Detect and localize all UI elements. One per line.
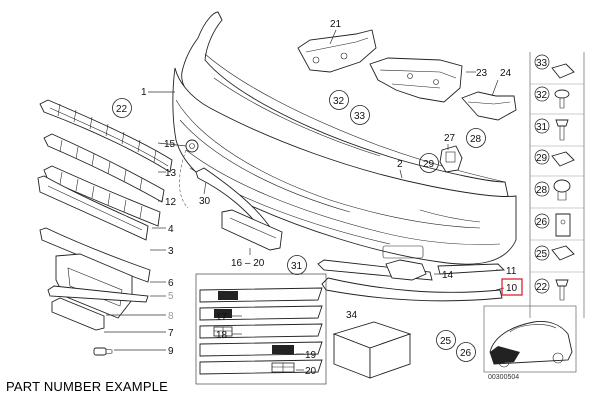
side-label-32[interactable]: 32 <box>536 90 548 101</box>
label-16-20[interactable]: 16 – 20 <box>231 258 265 269</box>
plate-3[interactable] <box>39 227 151 283</box>
label-30[interactable]: 30 <box>199 196 211 207</box>
label-1[interactable]: 1 <box>141 87 147 98</box>
licence-plate-holder[interactable] <box>55 253 133 319</box>
label-25[interactable]: 25 <box>440 336 452 347</box>
label-7[interactable]: 7 <box>168 328 174 339</box>
parts-box-34[interactable] <box>332 321 412 379</box>
label-23[interactable]: 23 <box>476 68 488 79</box>
bracket-24[interactable] <box>461 91 517 121</box>
label-17[interactable]: 17 <box>216 312 228 323</box>
label-18[interactable]: 18 <box>216 330 228 341</box>
label-32[interactable]: 32 <box>333 96 345 107</box>
label-8[interactable]: 8 <box>168 311 174 322</box>
label-6[interactable]: 6 <box>168 278 174 289</box>
label-9[interactable]: 9 <box>168 346 174 357</box>
grille-middle[interactable] <box>43 133 165 203</box>
label-13[interactable]: 13 <box>165 168 177 179</box>
strip-5[interactable] <box>47 285 149 303</box>
grille-lower[interactable] <box>43 165 161 227</box>
bolt-9[interactable] <box>93 347 113 356</box>
label-20[interactable]: 20 <box>305 366 317 377</box>
side-label-29[interactable]: 29 <box>536 153 548 164</box>
car-thumbnail <box>483 305 577 373</box>
trim-strip-10[interactable] <box>321 277 503 302</box>
grille-insert[interactable] <box>221 209 283 251</box>
callout-labels: 1 2 3 4 5 6 7 8 9 10 11 12 13 14 15 16 –… <box>116 19 518 377</box>
callout-circles <box>112 54 550 362</box>
label-10[interactable]: 10 <box>506 283 518 294</box>
label-21[interactable]: 21 <box>330 19 342 30</box>
diagram-code: 00300504 <box>488 374 520 381</box>
label-5[interactable]: 5 <box>168 291 174 302</box>
label-12[interactable]: 12 <box>165 197 177 208</box>
label-2[interactable]: 2 <box>397 159 403 170</box>
label-33[interactable]: 33 <box>354 111 366 122</box>
side-parts-column <box>529 52 585 318</box>
front-bumper[interactable] <box>172 11 517 265</box>
fog-cover[interactable] <box>385 259 427 281</box>
clip-15[interactable] <box>185 139 199 153</box>
label-15[interactable]: 15 <box>164 139 176 150</box>
side-column-labels: 33 32 31 29 28 26 25 22 <box>536 58 548 293</box>
label-3[interactable]: 3 <box>168 246 174 257</box>
strip-8[interactable] <box>51 297 105 331</box>
label-22[interactable]: 22 <box>116 104 128 115</box>
highlight-box-10 <box>501 278 523 296</box>
side-label-33[interactable]: 33 <box>536 58 548 69</box>
parts-group-16-20 <box>195 273 327 385</box>
bracket-23[interactable] <box>369 57 463 103</box>
label-19[interactable]: 19 <box>305 350 317 361</box>
bracket-21[interactable] <box>297 29 377 73</box>
clip-27[interactable] <box>439 145 463 173</box>
label-4[interactable]: 4 <box>168 224 174 235</box>
side-label-25[interactable]: 25 <box>536 249 548 260</box>
label-29[interactable]: 29 <box>423 159 435 170</box>
label-14[interactable]: 14 <box>442 270 454 281</box>
label-27[interactable]: 27 <box>444 133 456 144</box>
label-26[interactable]: 26 <box>460 348 472 359</box>
label-24[interactable]: 24 <box>500 68 512 79</box>
side-label-22[interactable]: 22 <box>536 282 548 293</box>
label-28[interactable]: 28 <box>470 134 482 145</box>
leader-lines <box>104 29 505 371</box>
side-label-26[interactable]: 26 <box>536 217 548 228</box>
grille-upper[interactable] <box>39 99 173 173</box>
side-label-28[interactable]: 28 <box>536 185 548 196</box>
plate-4[interactable] <box>37 175 149 241</box>
side-label-31[interactable]: 31 <box>536 122 548 133</box>
label-31[interactable]: 31 <box>291 261 303 272</box>
label-34[interactable]: 34 <box>346 310 358 321</box>
footer-caption: PART NUMBER EXAMPLE <box>6 379 169 394</box>
label-11[interactable]: 11 <box>506 266 517 277</box>
